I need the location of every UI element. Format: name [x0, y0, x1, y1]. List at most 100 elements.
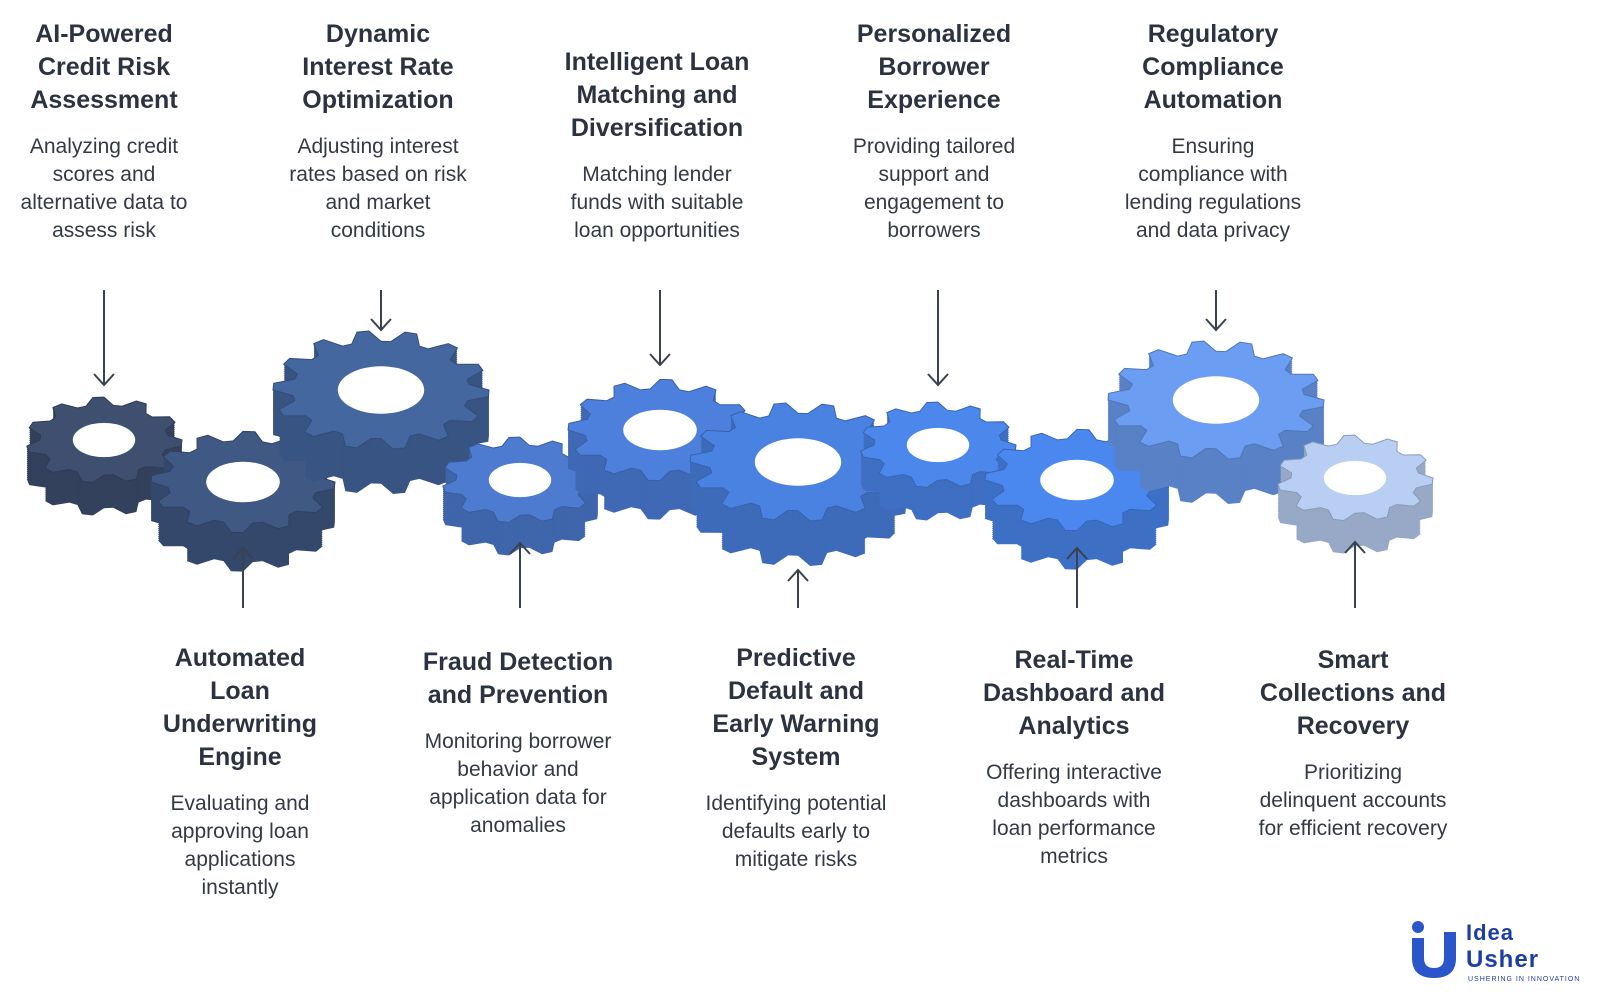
feature-description-line: Analyzing credit	[29, 135, 179, 158]
feature-description: Matching lender funds with suitable loan o…	[547, 161, 767, 245]
feature-title-line: Borrower	[878, 53, 990, 81]
feature-title-line: and Prevention	[427, 681, 609, 709]
feature-title-line: Dynamic	[325, 20, 431, 48]
feature-description-line: Identifying potential	[705, 792, 887, 815]
gear-realtime-dashboard	[984, 428, 1170, 570]
arrow-realtime-dashboard	[1066, 546, 1088, 608]
arrow-fraud-detection	[509, 541, 531, 608]
feature-description-line: Ensuring	[1171, 135, 1255, 158]
gear-fraud-detection	[442, 436, 599, 556]
feature-description-line: dashboards with	[997, 789, 1151, 812]
feature-description: Ensuring compliance with lending regulatio…	[1108, 133, 1318, 245]
feature-description-line: rates based on risk	[289, 163, 467, 186]
feature-title-line: Compliance	[1142, 53, 1284, 81]
feature-title-line: Optimization	[302, 86, 454, 114]
feature-title-line: Experience	[867, 86, 1001, 114]
gear-dynamic-interest	[272, 330, 490, 494]
feature-description-line: Adjusting interest	[297, 135, 459, 158]
feature-title-line: Underwriting	[162, 710, 318, 738]
feature-description-line: loan performance	[992, 817, 1156, 840]
gear-regulatory-compliance	[1107, 340, 1325, 504]
feature-description-line: borrowers	[887, 219, 981, 242]
gear-loan-matching	[567, 378, 753, 520]
logo-tagline: USHERING IN INNOVATION	[1468, 976, 1581, 983]
feature-title-line: Matching and	[576, 81, 738, 109]
feature-description-line: support and	[878, 163, 990, 186]
feature-description-line: Monitoring borrower	[424, 730, 612, 753]
feature-title-line: Collections and	[1259, 679, 1447, 707]
feature-title-line: Real-Time	[1014, 646, 1134, 674]
feature-description-line: funds with suitable	[570, 191, 744, 214]
feature-description-line: lending regulations	[1124, 191, 1302, 214]
feature-description-line: assess risk	[52, 219, 156, 242]
feature-description-line: application data for	[429, 786, 607, 809]
feature-title-line: Recovery	[1296, 712, 1410, 740]
feature-description-line: engagement to	[863, 191, 1005, 214]
feature-description-line: Providing tailored	[852, 135, 1016, 158]
feature-title-line: Predictive	[736, 644, 856, 672]
arrow-dynamic-interest	[370, 290, 392, 332]
feature-title-line: Default and	[727, 677, 865, 705]
arrow-automated-underwriting	[232, 546, 254, 608]
feature-title-line: Diversification	[570, 114, 744, 142]
feature-description: Providing tailored support and engagement …	[834, 133, 1034, 245]
arrow-predictive-default	[787, 568, 809, 608]
feature-title-line: Credit Risk	[38, 53, 170, 81]
gear-ai-credit-risk	[26, 396, 183, 516]
feature-description-line: compliance with	[1138, 163, 1288, 186]
feature-title-line: Dashboard and	[983, 679, 1165, 707]
feature-description-line: loan opportunities	[574, 219, 740, 242]
feature-description-line: Offering interactive	[986, 761, 1162, 784]
feature-title-line: System	[751, 743, 841, 771]
arrow-borrower-experience	[927, 290, 949, 387]
feature-description-line: and data privacy	[1135, 219, 1291, 242]
feature-description-line: for efficient recovery	[1258, 817, 1448, 840]
feature-title-line: Loan	[210, 677, 270, 705]
feature-description-line: applications	[184, 848, 296, 871]
feature-title-line: Early Warning	[712, 710, 880, 738]
feature-description-line: Matching lender	[582, 163, 732, 186]
logo-mark-icon	[1412, 921, 1456, 978]
feature-title-line: Smart	[1317, 646, 1389, 674]
arrow-ai-credit-risk	[93, 290, 115, 387]
arrow-loan-matching	[649, 290, 671, 367]
gear-smart-collections	[1277, 434, 1434, 554]
feature-title-line: Intelligent Loan	[564, 48, 750, 76]
feature-title-line: Personalized	[856, 20, 1012, 48]
feature-description-line: conditions	[330, 219, 426, 242]
feature-description-line: metrics	[1040, 845, 1108, 868]
feature-description-line: anomalies	[470, 814, 566, 837]
feature-title-line: Analytics	[1018, 712, 1130, 740]
gear-automated-underwriting	[150, 430, 336, 572]
feature-title-line: Regulatory	[1147, 20, 1279, 48]
logo-line2: Usher	[1466, 946, 1540, 973]
feature-title-line: Assessment	[30, 86, 178, 114]
arrow-smart-collections	[1344, 540, 1366, 608]
feature-title-line: Interest Rate	[302, 53, 454, 81]
feature-title-line: AI-Powered	[35, 20, 173, 48]
feature-description-line: Prioritizing	[1303, 761, 1403, 784]
feature-description-line: instantly	[201, 876, 279, 899]
logo-line1: Idea	[1466, 920, 1515, 945]
